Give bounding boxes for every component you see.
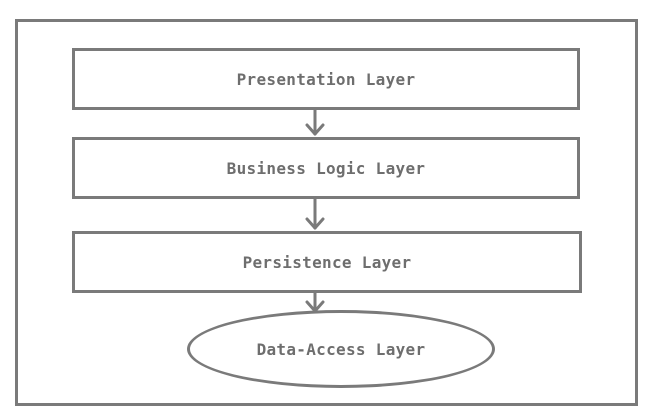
- data-access-layer-label: Data-Access Layer: [256, 339, 426, 359]
- business-logic-layer-label: Business Logic Layer: [226, 158, 426, 178]
- business-logic-layer-box: Business Logic Layer: [72, 137, 580, 199]
- persistence-layer-label: Persistence Layer: [242, 252, 412, 272]
- data-access-layer-ellipse: Data-Access Layer: [187, 310, 495, 388]
- presentation-layer-box: Presentation Layer: [72, 48, 580, 110]
- presentation-layer-label: Presentation Layer: [236, 69, 416, 89]
- diagram-frame: [15, 19, 638, 406]
- persistence-layer-box: Persistence Layer: [72, 231, 582, 293]
